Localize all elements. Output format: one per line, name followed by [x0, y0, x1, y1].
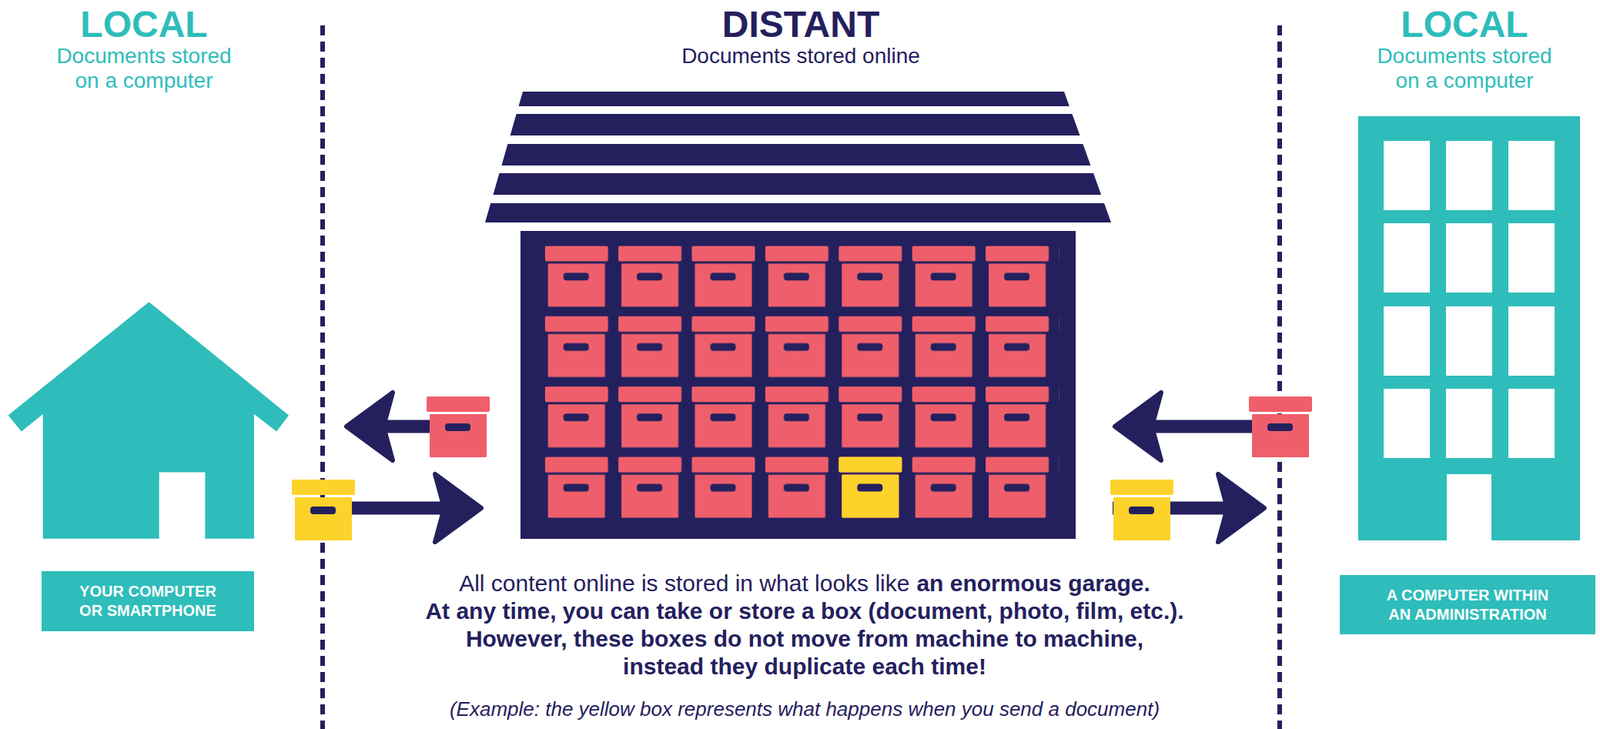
garage-body: [520, 230, 1076, 539]
zone-subheading: Documents stored online: [608, 43, 994, 69]
divider-line: [1277, 25, 1283, 729]
explanation-text: However, these boxes do not move from ma…: [465, 625, 1144, 680]
device-label: A COMPUTER WITHIN AN ADMINISTRATION: [1381, 585, 1555, 625]
arrow-shaft: [1148, 420, 1267, 434]
text-line: However, these boxes do not move from ma…: [442, 625, 1167, 681]
text-line: At any time, you can take or store a box…: [381, 597, 1229, 626]
yellow-box: [291, 479, 355, 541]
arrow-head: [1114, 392, 1162, 461]
house-shape: [8, 301, 289, 539]
arrow-shaft: [344, 502, 449, 516]
arrow-head: [1218, 474, 1265, 543]
explanation-text: At any time, you can take or store a box…: [425, 598, 1184, 624]
arrow-head: [346, 392, 393, 461]
text-line: (Example: the yellow box represents what…: [342, 697, 1267, 721]
local-zone: LOCALDocuments stored on a computer: [1266, 0, 1584, 541]
yellow-box: [1110, 479, 1174, 541]
storage-boxes: [545, 245, 1060, 528]
explanation-emphasis: an enormous garage.: [916, 570, 1150, 596]
transfer-arrow: [1114, 392, 1267, 461]
distant-zone: DISTANTDocuments stored online: [483, 0, 1113, 541]
pink-box: [426, 396, 490, 458]
device-tag: YOUR COMPUTER OR SMARTPHONE: [41, 571, 255, 632]
divider-line: [320, 25, 325, 729]
transfer-arrow: [344, 474, 482, 543]
zone-subheading: Documents stored on a computer: [51, 43, 237, 94]
office-building: [1358, 116, 1580, 542]
device-label: YOUR COMPUTER OR SMARTPHONE: [73, 582, 224, 621]
zone-heading: LOCAL: [28, 5, 260, 44]
text-line: All content online is stored in what loo…: [381, 569, 1229, 598]
yellow-box: [838, 457, 902, 519]
pink-box: [1248, 396, 1313, 458]
arrow-head: [435, 474, 482, 543]
device-tag: A COMPUTER WITHIN AN ADMINISTRATION: [1339, 575, 1596, 635]
zone-heading: DISTANT: [608, 5, 994, 44]
explanation-text: All content online is stored in what loo…: [458, 570, 910, 596]
zone-subheading: Documents stored on a computer: [1372, 43, 1557, 94]
zone-heading: LOCAL: [1348, 5, 1580, 44]
example-note: (Example: the yellow box represents what…: [449, 697, 1160, 721]
local-zone: LOCALDocuments stored on a computer: [7, 0, 345, 541]
garage-roof: [485, 91, 1112, 223]
